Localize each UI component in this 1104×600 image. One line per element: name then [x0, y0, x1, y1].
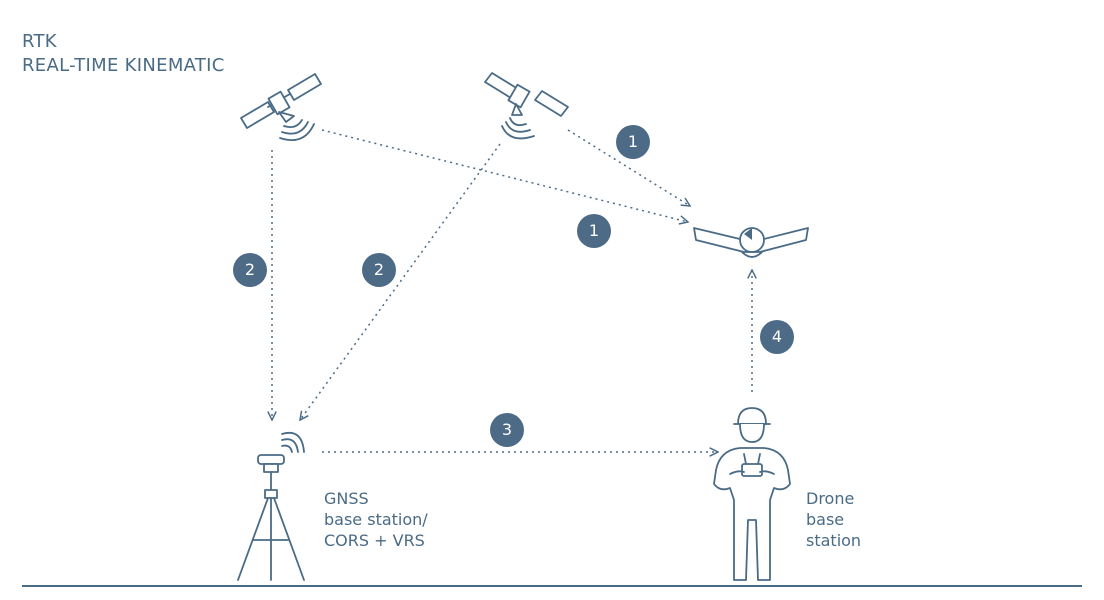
diagram-title: RTK REAL-TIME KINEMATIC	[22, 30, 225, 78]
signal-arrows	[272, 129, 752, 452]
step-badge-4-operator-to-drone: 4	[760, 320, 794, 354]
gnss-label-line: CORS + VRS	[324, 531, 425, 550]
step-badge-2-sat2-to-base: 2	[362, 253, 396, 287]
title-line-2: REAL-TIME KINEMATIC	[22, 55, 225, 76]
drone-icon	[693, 227, 809, 258]
title-line-1: RTK	[22, 31, 57, 52]
drone-base-station-label: Drone base station	[806, 488, 861, 551]
satellite-icon	[484, 72, 569, 140]
gnss-label-line: base station/	[324, 510, 428, 529]
gnss-antenna-icon	[237, 431, 305, 581]
drone-label-line: station	[806, 531, 862, 550]
operator-icon	[713, 407, 791, 581]
gnss-label-line: GNSS	[324, 489, 369, 508]
arrow-sat2-to-base	[300, 143, 501, 420]
drone-label-line: Drone	[806, 489, 855, 508]
step-badge-3-base-to-operator: 3	[490, 413, 524, 447]
step-badge-2-sat1-to-base: 2	[233, 253, 267, 287]
drone-label-line: base	[806, 510, 845, 529]
step-badge-1-sat2-to-drone: 1	[616, 125, 650, 159]
step-badge-1-sat1-to-drone: 1	[577, 214, 611, 248]
satellite-icon	[240, 73, 322, 142]
gnss-base-station-label: GNSS base station/ CORS + VRS	[324, 488, 428, 551]
